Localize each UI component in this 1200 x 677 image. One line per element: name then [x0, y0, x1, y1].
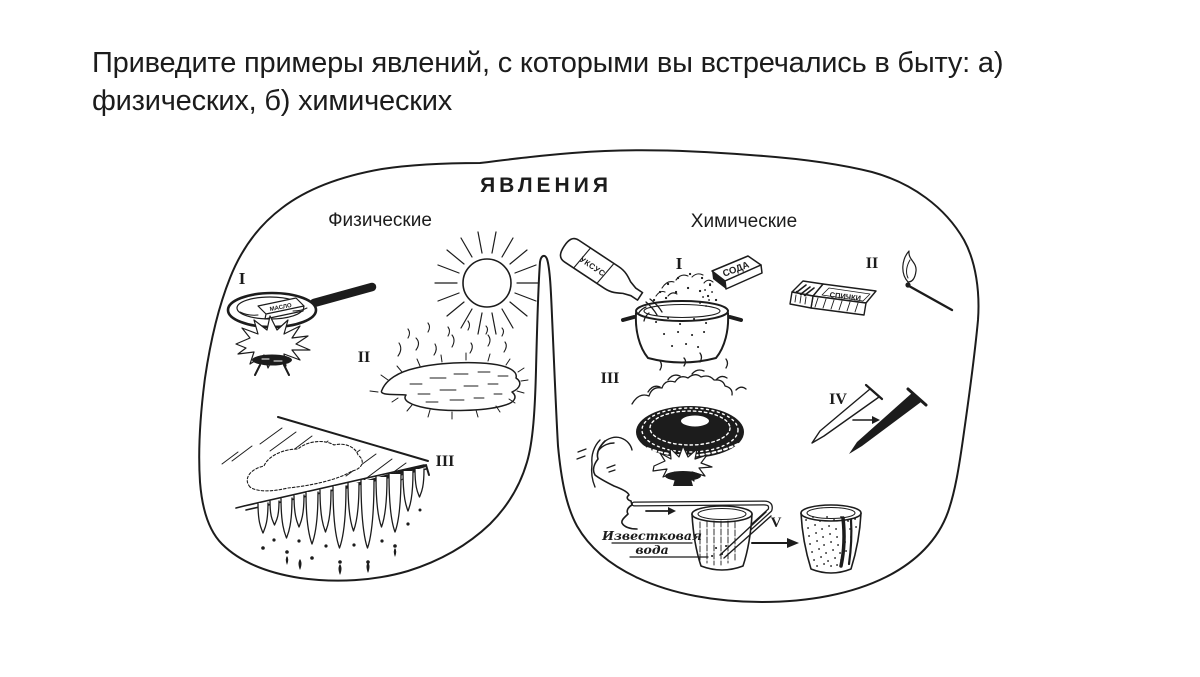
- sun-rays: [434, 231, 540, 335]
- chemical-iii-numeral: III: [601, 370, 620, 387]
- glasses-arrow-head: [787, 538, 799, 548]
- chemical-soda-vinegar-scene: I УКСУС СОДА: [559, 237, 763, 364]
- gas-burner-legs: [254, 364, 290, 376]
- straw-in-glass: [719, 511, 772, 559]
- pot-handles: [621, 315, 743, 322]
- chemical-iv-numeral: IV: [829, 391, 847, 408]
- smoke-icon: [631, 352, 747, 405]
- slide-title-line2: физических, б) химических: [92, 85, 453, 117]
- branch-label-physical: Физические: [328, 210, 432, 231]
- tire-texture-2: [641, 407, 739, 453]
- slide-title: Приведите примеры явлений, с которыми вы…: [92, 44, 1003, 120]
- tire-burner-icon: [665, 471, 701, 481]
- physical-iii-numeral: III: [436, 453, 455, 470]
- chemical-i-numeral: I: [676, 254, 683, 273]
- puddle-fringe-ticks: [369, 352, 529, 420]
- tire-hole: [679, 413, 711, 429]
- pot-stipple: [655, 317, 708, 348]
- froth-dots: [652, 272, 718, 302]
- icicles-icon: [257, 468, 425, 549]
- sun-scene: [434, 231, 540, 335]
- straw-inner: [632, 501, 772, 559]
- puddle-icon: [380, 361, 521, 412]
- butter-block-icon: [257, 297, 305, 320]
- physical-ii-numeral: II: [358, 349, 370, 366]
- matchbox-icon: СПИЧКИ: [789, 280, 877, 316]
- steam-icon: [397, 320, 507, 357]
- physical-frying-pan-scene: I МАСЛО: [226, 269, 377, 376]
- melted-butter-lines: [239, 307, 308, 316]
- diagram-heading: ЯВЛЕНИЯ: [480, 174, 612, 197]
- new-nail-head: [864, 383, 884, 401]
- vinegar-bottle-icon: УКСУС: [559, 237, 644, 301]
- branch-label-chemical: Химические: [691, 211, 797, 232]
- face-profile-icon: [576, 436, 638, 530]
- tire-texture-1: [649, 410, 731, 446]
- chemical-ii-numeral: II: [866, 255, 878, 272]
- burning-match-icon: [902, 250, 954, 312]
- chemical-limewater-scene: Известковая вода V: [576, 436, 862, 574]
- blow-arrow-head: [668, 507, 676, 515]
- blob-outline-icon: [198, 149, 980, 603]
- pot-body-icon: [634, 312, 730, 364]
- pan-handle-icon: [309, 282, 377, 308]
- rusty-nail-icon: [849, 393, 921, 454]
- tire-burner-base: [673, 479, 693, 486]
- roof-far-edge: [277, 416, 429, 462]
- butter-label: МАСЛО: [269, 303, 292, 313]
- slide-title-line1: Приведите примеры явлений, с которыми вы…: [92, 47, 1004, 79]
- limewater-glass-icon: [691, 505, 753, 571]
- nails-arrow-head: [872, 416, 880, 424]
- chemical-matches-scene: II СПИЧКИ: [789, 250, 954, 316]
- limewater-caption-line2: вода: [635, 542, 668, 557]
- puddle-water-hatch: [409, 371, 509, 403]
- cloudy-glass-icon: [800, 504, 862, 574]
- vinegar-pour-stream: [637, 298, 663, 322]
- gas-burner-highlight: [261, 358, 283, 362]
- rusty-nail-head: [906, 387, 928, 407]
- caption-underlines: [611, 542, 709, 558]
- soda-pour-stream: [699, 283, 713, 307]
- physical-puddle-scene: II: [358, 320, 529, 420]
- chemical-burning-tire-scene: III: [601, 352, 747, 486]
- physical-i-numeral: I: [239, 269, 246, 288]
- limewater-caption-line1: Известковая: [601, 528, 702, 543]
- roof-corner-edge: [425, 464, 430, 476]
- snow-patch-icon: [246, 440, 363, 492]
- froth-arcs: [655, 273, 714, 297]
- sun-icon: [462, 258, 512, 308]
- gas-burner-icon: [252, 354, 292, 366]
- water-drips-icon: [261, 508, 422, 575]
- matchbox-label: СПИЧКИ: [829, 290, 861, 303]
- chemical-v-numeral: V: [771, 515, 782, 531]
- chemical-rusting-nails-scene: IV: [811, 383, 928, 454]
- physical-icicles-scene: III: [221, 416, 455, 575]
- soda-box-icon: СОДА: [711, 255, 763, 290]
- pot-rim-inner: [643, 303, 721, 319]
- tire-icon: [636, 406, 744, 458]
